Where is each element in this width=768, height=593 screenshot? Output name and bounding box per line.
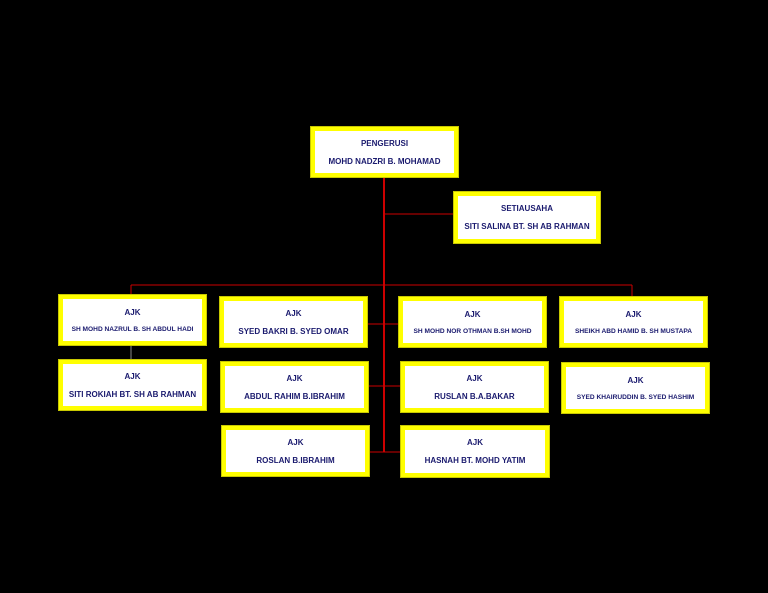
ajk-box-3: AJK SH MOHD NOR OTHMAN B.SH MOHD bbox=[399, 297, 546, 347]
ajk-name: SHEIKH ABD HAMID B. SH MUSTAPA bbox=[574, 327, 693, 335]
secretary-box: SETIAUSAHA SITI SALINA BT. SH AB RAHMAN bbox=[454, 192, 600, 243]
ajk-name: ABDUL RAHIM B.IBRAHIM bbox=[244, 391, 345, 401]
ajk-name: ROSLAN B.IBRAHIM bbox=[256, 455, 335, 465]
ajk-role: AJK bbox=[286, 373, 303, 383]
secretary-name: SITI SALINA BT. SH AB RAHMAN bbox=[464, 222, 590, 231]
ajk-box-6: AJK ABDUL RAHIM B.IBRAHIM bbox=[221, 362, 368, 412]
secretary-role: SETIAUSAHA bbox=[500, 204, 553, 213]
ajk-box-5: AJK SITI ROKIAH BT. SH AB RAHMAN bbox=[59, 360, 206, 410]
ajk-box-9: AJK ROSLAN B.IBRAHIM bbox=[222, 426, 369, 476]
ajk-name: RUSLAN B.A.BAKAR bbox=[434, 391, 515, 401]
ajk-box-4: AJK SHEIKH ABD HAMID B. SH MUSTAPA bbox=[560, 297, 707, 347]
ajk-box-8: AJK SYED KHAIRUDDIN B. SYED HASHIM bbox=[562, 363, 709, 413]
chairman-role: PENGERUSI bbox=[360, 138, 409, 148]
chairman-name: MOHD NADZRI B. MOHAMAD bbox=[328, 156, 441, 166]
ajk-name: SYED BAKRI B. SYED OMAR bbox=[238, 326, 349, 336]
ajk-box-7: AJK RUSLAN B.A.BAKAR bbox=[401, 362, 548, 412]
ajk-role: AJK bbox=[627, 375, 644, 385]
ajk-box-1: AJK SH MOHD NAZRUL B. SH ABDUL HADI bbox=[59, 295, 206, 345]
ajk-name: SITI ROKIAH BT. SH AB RAHMAN bbox=[68, 389, 197, 399]
ajk-role: AJK bbox=[124, 307, 141, 317]
chairman-box: PENGERUSI MOHD NADZRI B. MOHAMAD bbox=[311, 127, 458, 177]
ajk-role: AJK bbox=[464, 309, 481, 319]
ajk-name: SH MOHD NOR OTHMAN B.SH MOHD bbox=[413, 327, 532, 335]
ajk-role: AJK bbox=[285, 308, 302, 318]
ajk-role: AJK bbox=[124, 371, 141, 381]
ajk-role: AJK bbox=[466, 438, 483, 447]
ajk-box-10: AJK HASNAH BT. MOHD YATIM bbox=[401, 426, 549, 477]
ajk-name: SYED KHAIRUDDIN B. SYED HASHIM bbox=[576, 393, 695, 401]
ajk-box-2: AJK SYED BAKRI B. SYED OMAR bbox=[220, 297, 367, 347]
ajk-role: AJK bbox=[625, 309, 642, 319]
ajk-name: SH MOHD NAZRUL B. SH ABDUL HADI bbox=[71, 325, 194, 333]
ajk-role: AJK bbox=[287, 437, 304, 447]
ajk-role: AJK bbox=[466, 373, 483, 383]
ajk-name: HASNAH BT. MOHD YATIM bbox=[424, 456, 526, 465]
